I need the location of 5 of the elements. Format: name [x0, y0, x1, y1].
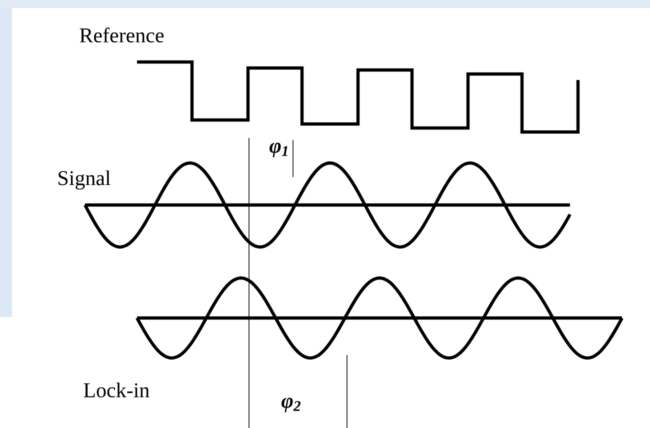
signal-label: φ$_{1}$ — [270, 142, 288, 158]
signal-label: φ$_{2}$ — [282, 398, 300, 412]
signal-label: Reference — [80, 28, 164, 42]
signal-label: Signal — [58, 170, 110, 190]
signal-label: Lock-in — [84, 382, 150, 398]
